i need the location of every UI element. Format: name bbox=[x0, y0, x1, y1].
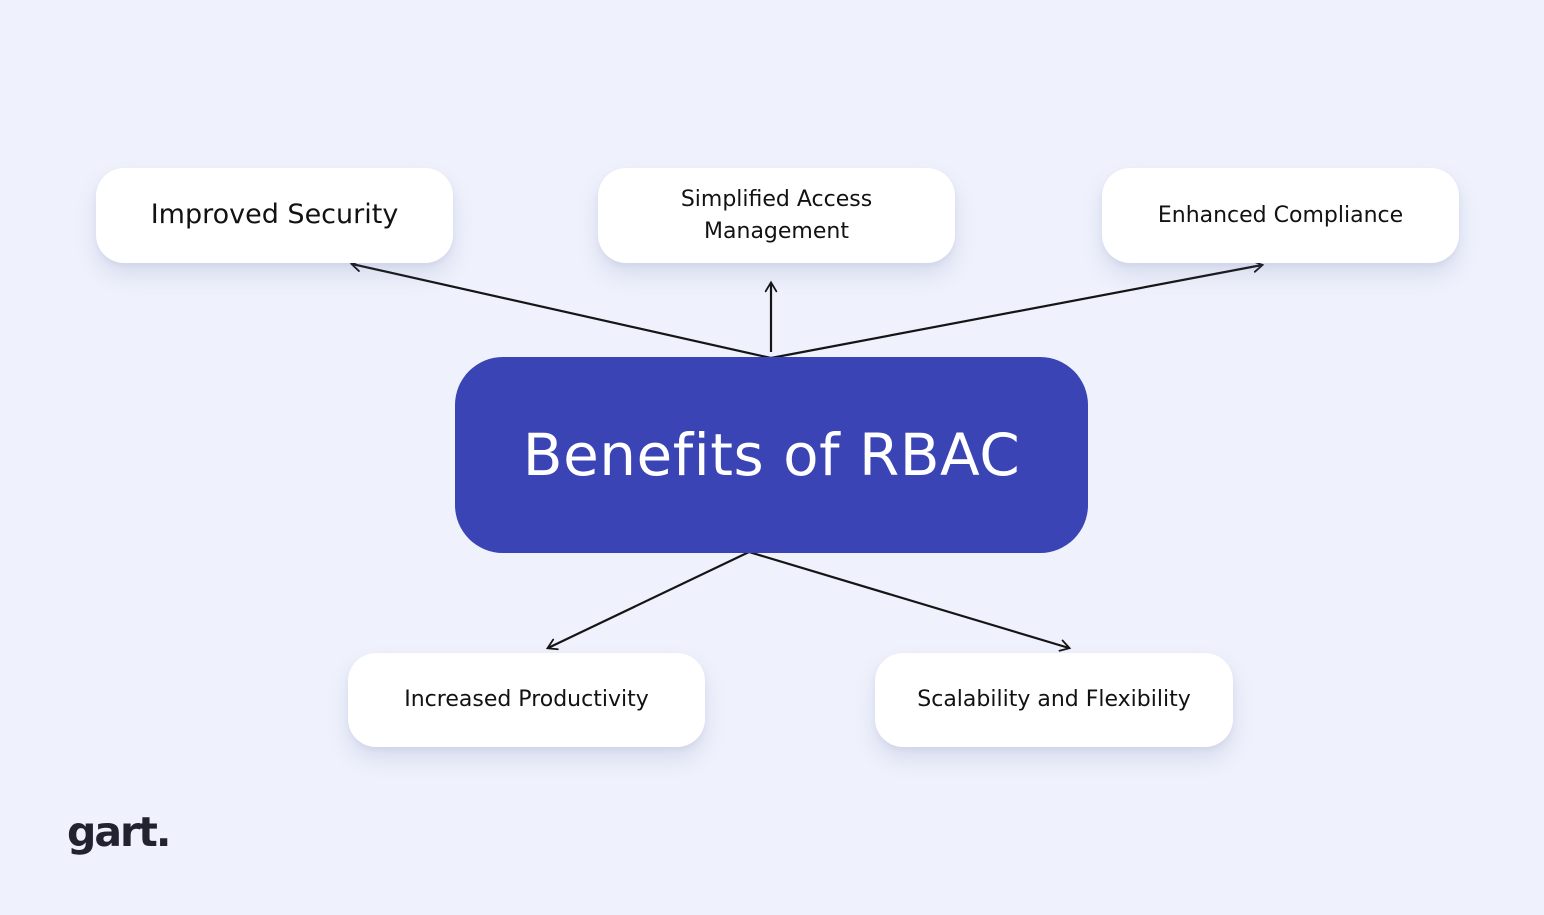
arrow-center-to-improved-security bbox=[349, 259, 772, 360]
node-simplified-access-management-label: Simplified Access Management bbox=[680, 187, 873, 244]
node-improved-security-label: Improved Security bbox=[150, 199, 399, 231]
gart-logo: gart. bbox=[67, 808, 171, 856]
node-simplified-access-management: Simplified Access Management bbox=[598, 168, 955, 263]
node-enhanced-compliance: Enhanced Compliance bbox=[1102, 168, 1459, 263]
node-enhanced-compliance-label: Enhanced Compliance bbox=[1157, 202, 1404, 228]
arrow-center-to-enhanced-compliance bbox=[770, 260, 1265, 360]
node-scalability-and-flexibility: Scalability and Flexibility bbox=[875, 653, 1233, 747]
arrow-center-to-scalability-flexibility bbox=[748, 550, 1072, 652]
node-increased-productivity: Increased Productivity bbox=[348, 653, 705, 747]
node-scalability-and-flexibility-label: Scalability and Flexibility bbox=[917, 687, 1191, 713]
node-increased-productivity-label: Increased Productivity bbox=[404, 687, 649, 713]
center-node-benefits-of-rbac: Benefits of RBAC bbox=[455, 357, 1088, 553]
diagram-title: Benefits of RBAC bbox=[522, 421, 1021, 489]
node-improved-security: Improved Security bbox=[96, 168, 453, 263]
arrow-center-to-increased-productivity bbox=[545, 551, 750, 651]
